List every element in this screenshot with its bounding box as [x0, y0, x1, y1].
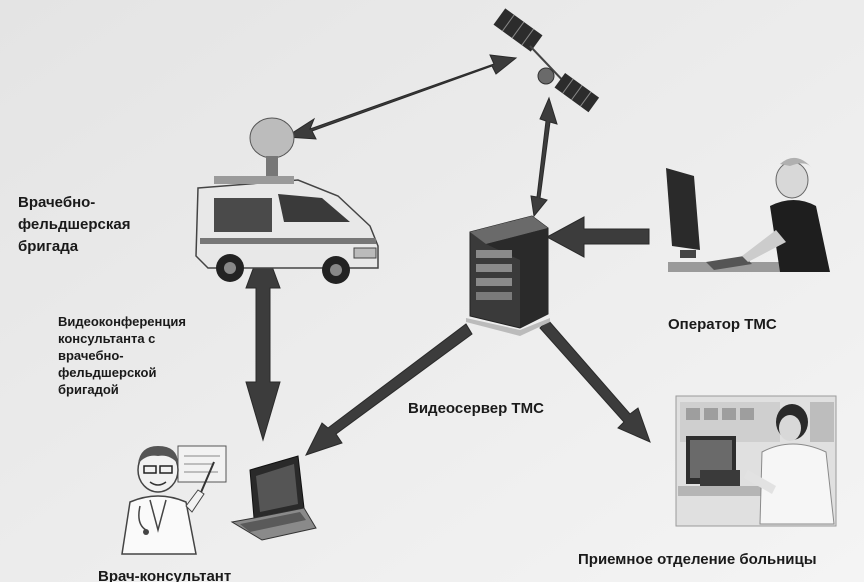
arrow-server-reception: [539, 319, 651, 443]
doctor-consultant-icon: [121, 445, 227, 555]
arrow-satellite-ambulance: [284, 54, 518, 140]
ambulance-icon: [195, 117, 379, 284]
ambulance-brigade-label: Врачебно- фельдшерская бригада: [18, 192, 131, 258]
videoconference-label-line-5: бригадой: [58, 382, 119, 397]
ambulance-brigade-label-line-2: фельдшерская: [18, 216, 131, 233]
videoconference-label-line-3: врачебно-: [58, 348, 124, 363]
server-tower-icon: [466, 215, 550, 336]
hospital-reception-icon: [675, 395, 837, 527]
videoconference-label-line-2: консультанта с: [58, 331, 156, 346]
arrows: [245, 54, 651, 456]
videoconference-label: Видеоконференция консультанта с врачебно…: [58, 313, 186, 398]
videoconference-label-line-1: Видеоконференция: [58, 314, 186, 329]
videoconference-label-line-4: фельдшерской: [58, 365, 157, 380]
arrow-operator-server: [545, 216, 650, 258]
arrow-satellite-server: [530, 96, 558, 218]
video-server-label: Видеосервер ТМС: [408, 400, 544, 417]
operator-workstation-icon: [666, 157, 830, 272]
satellite-icon: [493, 8, 600, 113]
ambulance-brigade-label-line-1: Врачебно-: [18, 194, 96, 211]
hospital-reception-label: Приемное отделение больницы: [578, 551, 817, 568]
doctor-consultant-label: Врач-консультант: [98, 568, 232, 582]
ambulance-brigade-label-line-3: бригада: [18, 238, 79, 255]
arrow-server-consultant: [305, 323, 473, 456]
operator-label: Оператор ТМС: [668, 316, 777, 333]
laptop-icon: [230, 455, 317, 541]
arrow-ambulance-consultant: [245, 240, 281, 442]
